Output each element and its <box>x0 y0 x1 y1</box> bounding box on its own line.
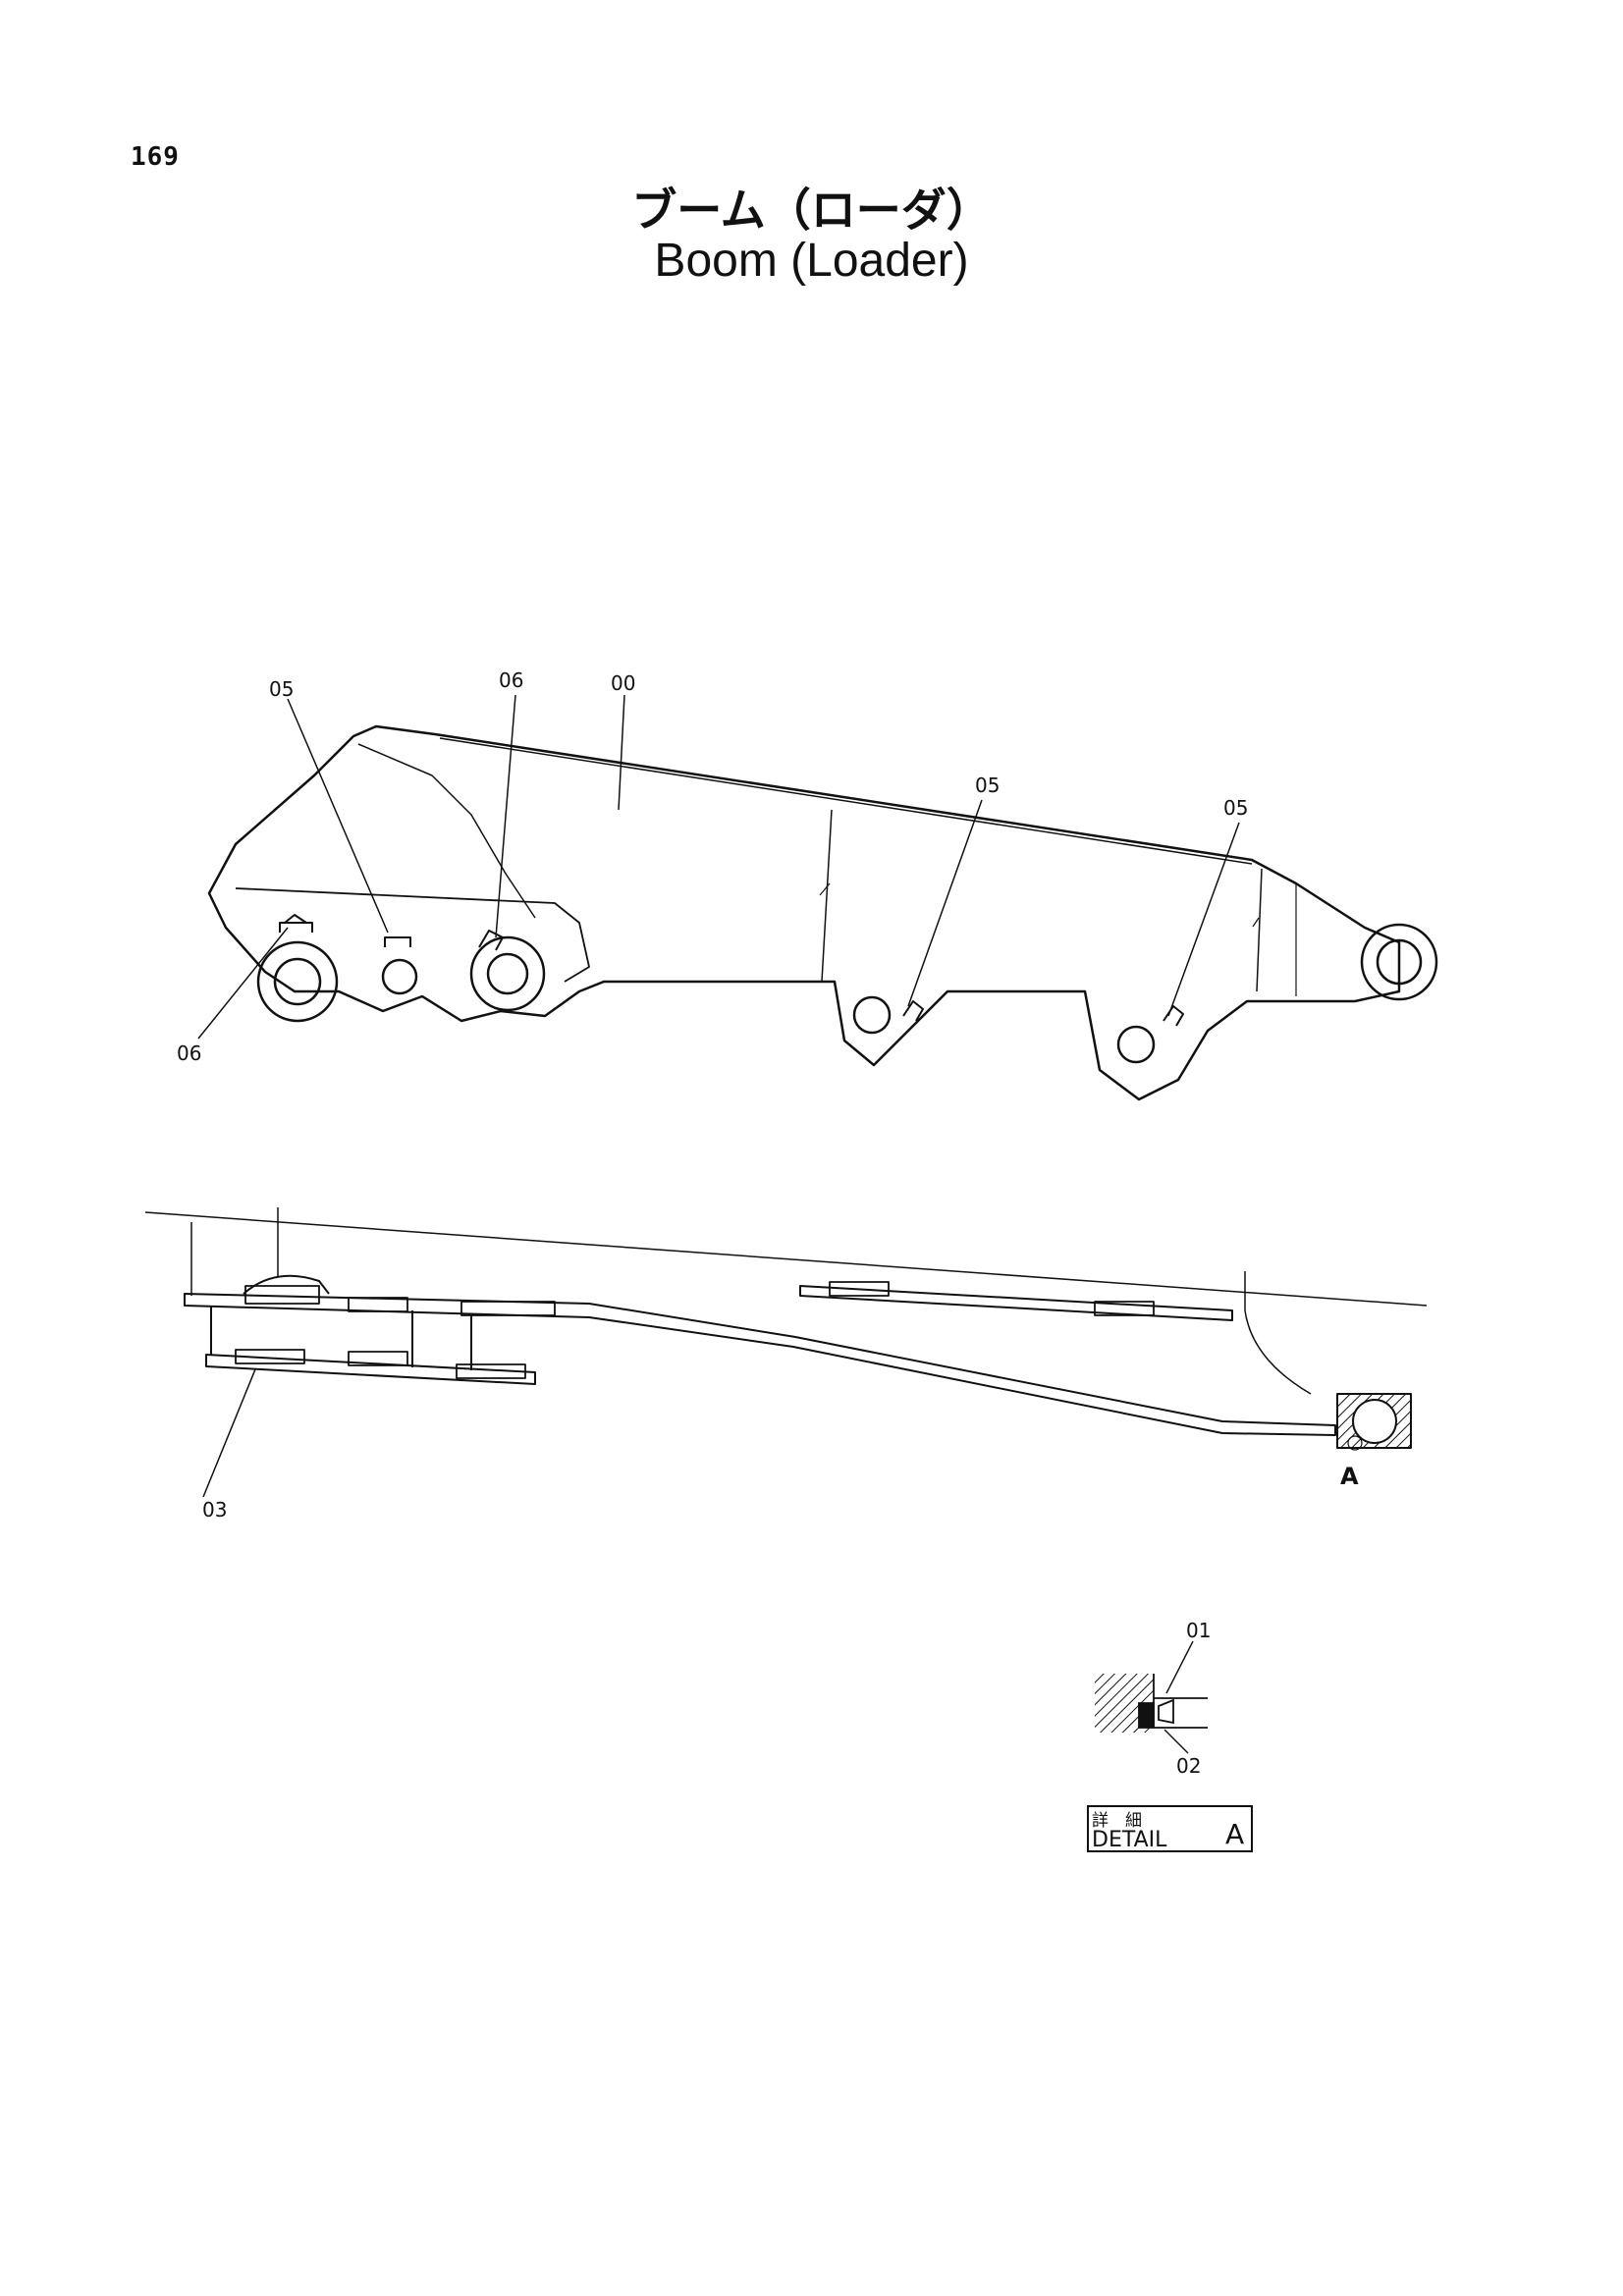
callout-01: 01 <box>1186 1619 1211 1642</box>
boom-side-view <box>197 694 1438 1101</box>
title-english: Boom (Loader) <box>654 235 969 287</box>
callout-05-left: 05 <box>269 677 294 701</box>
callout-05-middle: 05 <box>975 774 1000 797</box>
callout-06-top: 06 <box>499 668 523 692</box>
detail-letter: A <box>1225 1818 1244 1850</box>
boom-plan-view <box>144 1207 1428 1498</box>
callout-05-right: 05 <box>1223 796 1248 820</box>
callout-00: 00 <box>611 671 635 695</box>
page-number: 169 <box>131 142 180 172</box>
title-japanese: ブーム（ローダ） <box>631 184 992 237</box>
detail-a-label-box <box>1087 1805 1253 1852</box>
callout-06-left: 06 <box>177 1041 201 1065</box>
boom-hole <box>381 958 418 995</box>
boom-top-pin <box>1360 923 1438 1001</box>
lower-lug-hole-1 <box>852 995 892 1035</box>
callout-02: 02 <box>1176 1754 1201 1778</box>
boom-foot-pin <box>256 940 339 1023</box>
lower-lug-hole-2 <box>1116 1025 1156 1064</box>
boom-outline <box>207 724 1401 1101</box>
callout-03: 03 <box>202 1498 227 1522</box>
callout-a: A <box>1340 1463 1359 1490</box>
detail-jp-label: 詳 細 <box>1092 1811 1142 1831</box>
detail-en-label: DETAIL <box>1092 1828 1167 1852</box>
boom-cylinder-pin <box>469 935 546 1012</box>
detail-a-drawing <box>1087 1640 1253 1852</box>
